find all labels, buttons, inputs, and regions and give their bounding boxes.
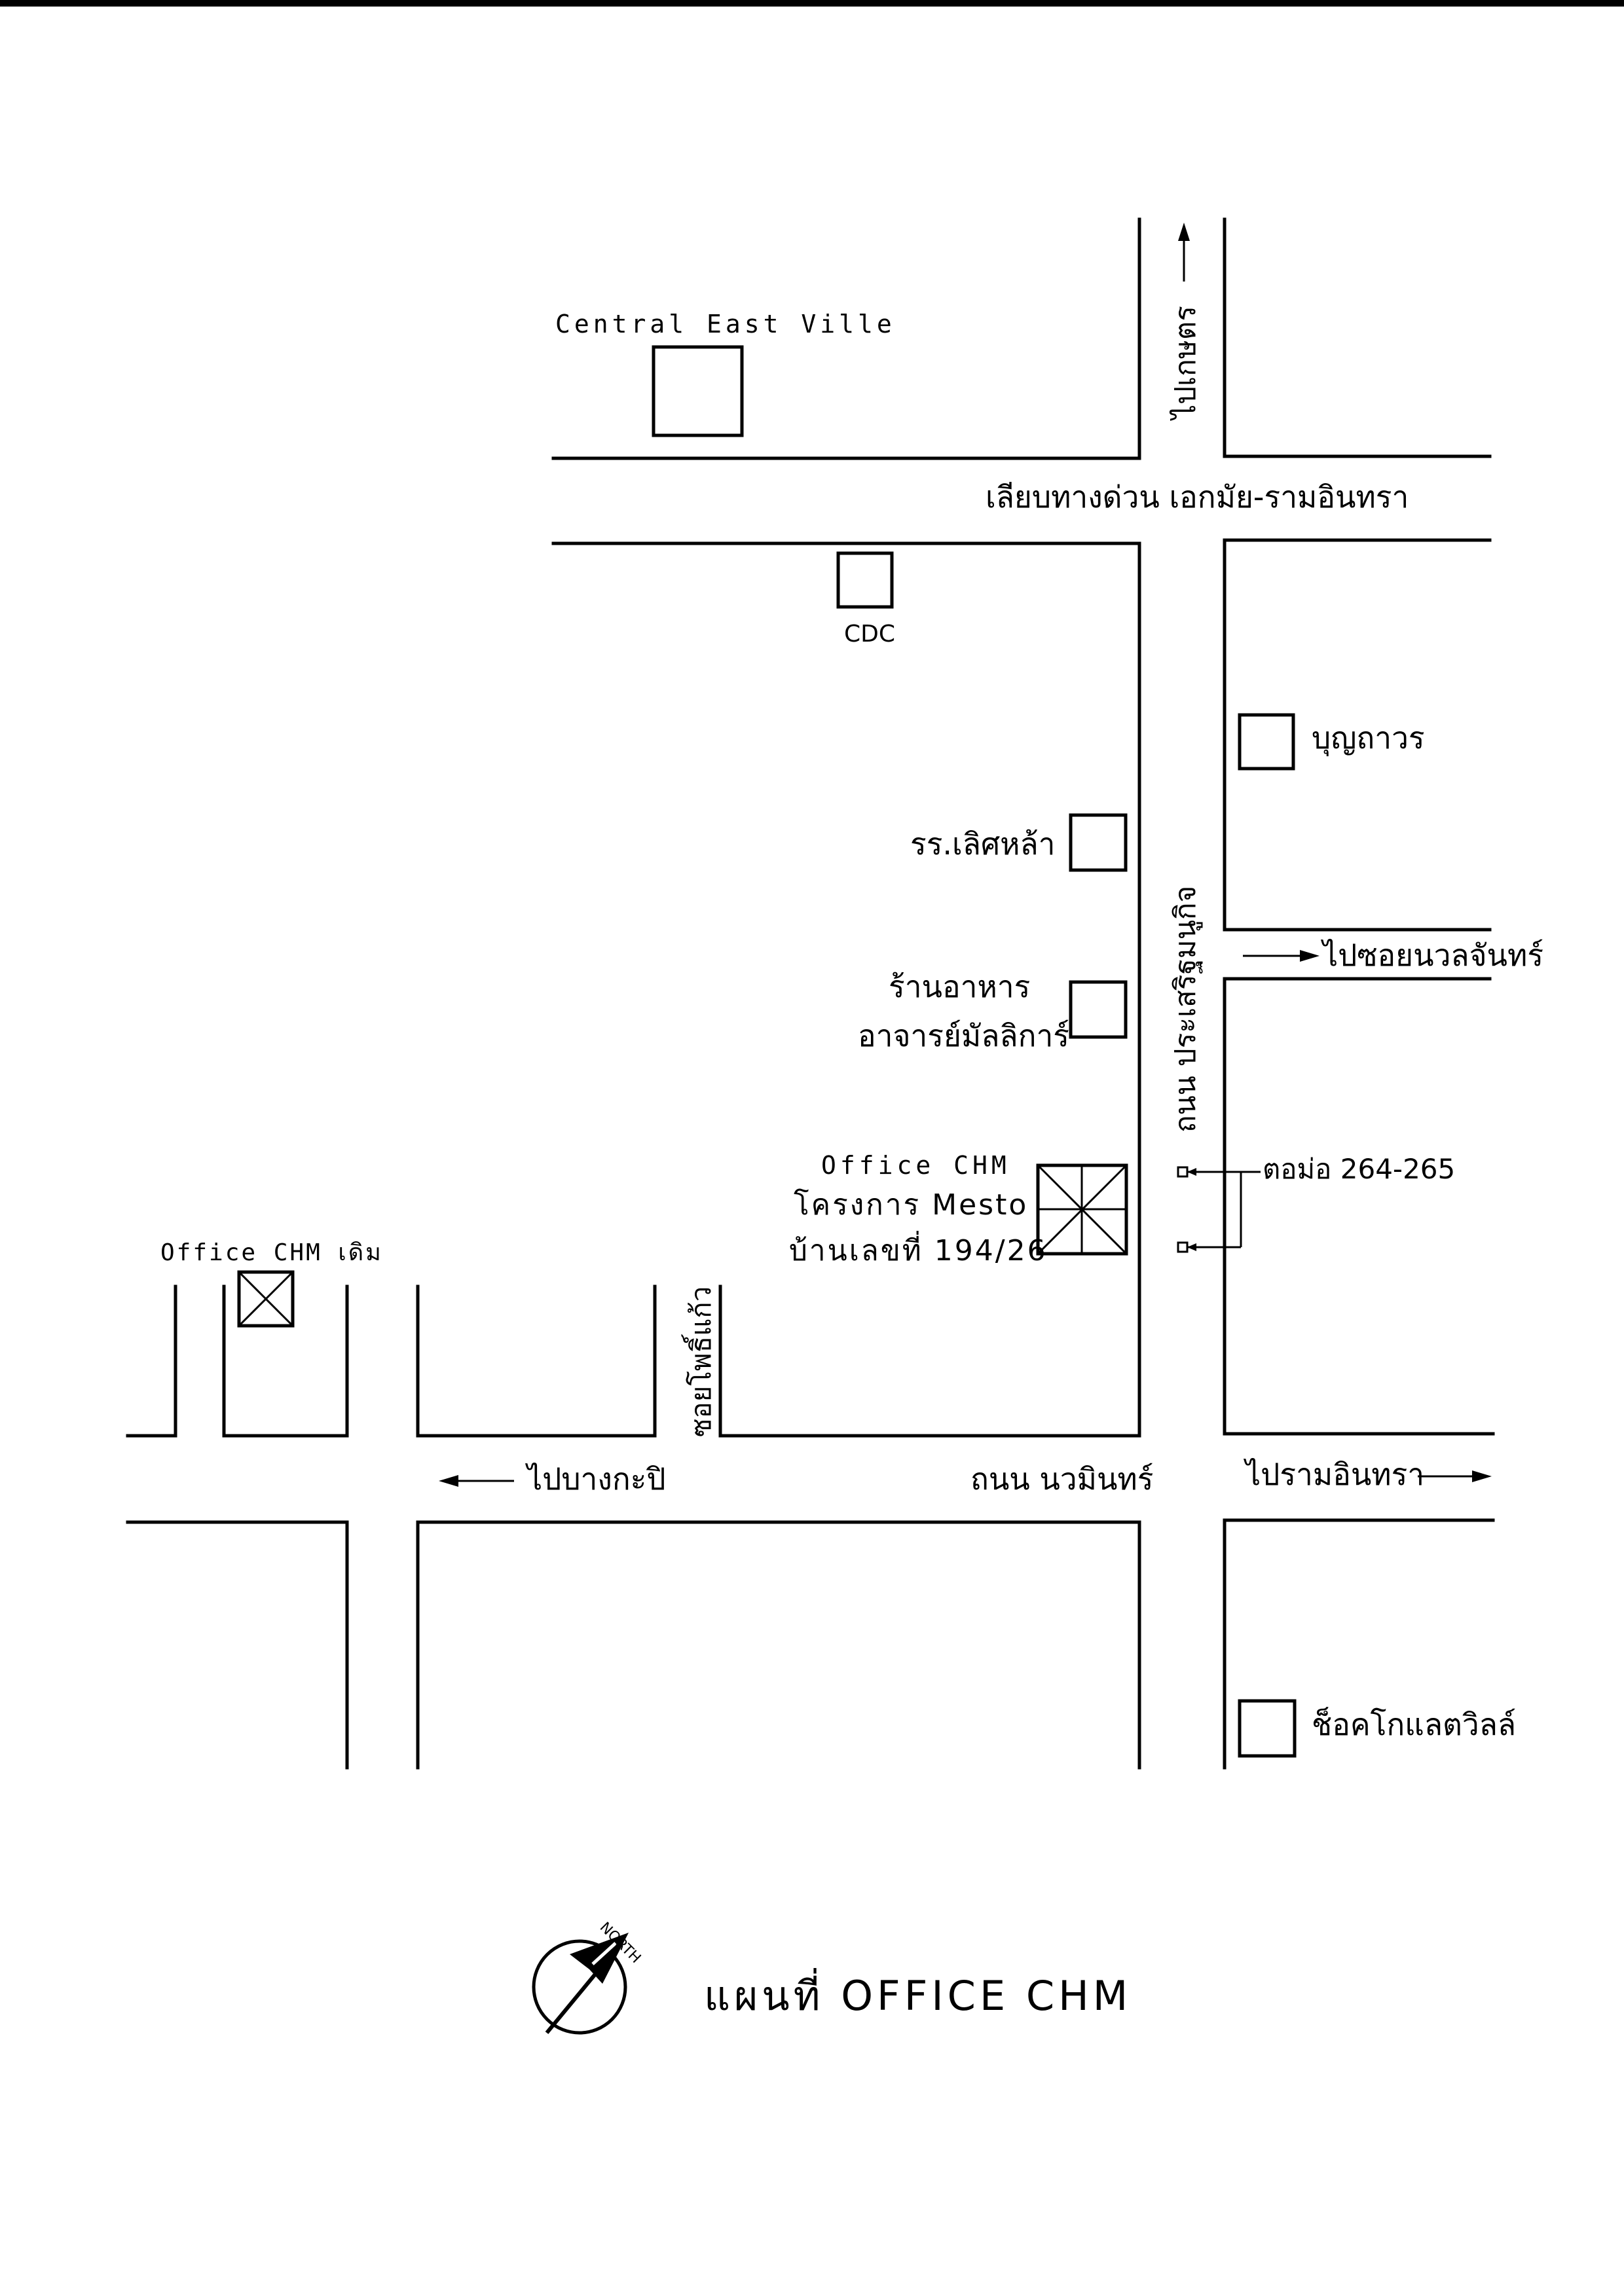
label-office-new-line3: บ้านเลขที่ 194/26 [789,1230,1048,1267]
label-school: รร.เลิศหล้า [910,826,1056,862]
map-title: แผนที่ OFFICE CHM [704,1968,1132,2020]
school-marker [1069,813,1128,872]
label-to-ramintra: ไปรามอินทรา [1243,1457,1424,1492]
chocolate-ville-marker [1238,1699,1297,1758]
label-chocolate-ville: ช็อคโกแลตวิลล์ [1312,1707,1516,1742]
pole-markers [1177,1166,1261,1253]
cdc-marker [836,551,894,609]
label-restaurant-line1: ร้านอาหาร [889,969,1030,1004]
label-expressway: เลียบทางด่วน เอกมัย-รามอินทรา [986,479,1409,515]
roads [126,217,1495,1770]
label-soi-phokaew: ซอยโพธิ์แก้ว [681,1286,717,1437]
label-restaurant-line2: อาจารย์มัลลิการ์ [858,1018,1069,1053]
old-office-marker [237,1270,295,1328]
label-office-new-line2: โครงการ Mesto [794,1188,1028,1222]
new-office-marker [1036,1163,1128,1256]
label-prasert-road: ถนน ประเสริฐมนูกิจ [1169,886,1203,1133]
central-east-ville-marker [652,345,744,437]
label-central-east-ville: Central East Ville [555,310,896,338]
restaurant-marker [1069,980,1128,1039]
boonthavorn-marker [1238,713,1295,771]
label-to-soi-nuanchan: ไปซอยนวลจันทร์ [1320,938,1543,973]
label-to-kaset: ไปเกษตร [1169,306,1202,421]
label-nawamin-road: ถนน นวมินทร์ [970,1461,1153,1497]
scan-top-border [0,0,1624,7]
label-boonthavorn: บุญถาวร [1312,720,1425,757]
label-office-new-line1: Office CHM [821,1151,1010,1180]
north-arrow-icon: NORTH [532,1920,644,2035]
label-pole: ตอม่อ 264-265 [1263,1153,1455,1185]
label-to-bangkapi: ไปบางกะปิ [525,1461,666,1497]
direction-arrows [439,223,1492,1487]
label-cdc: CDC [844,621,895,647]
landmarks [237,345,1297,1758]
label-office-old: Office CHM เดิม [160,1239,383,1266]
